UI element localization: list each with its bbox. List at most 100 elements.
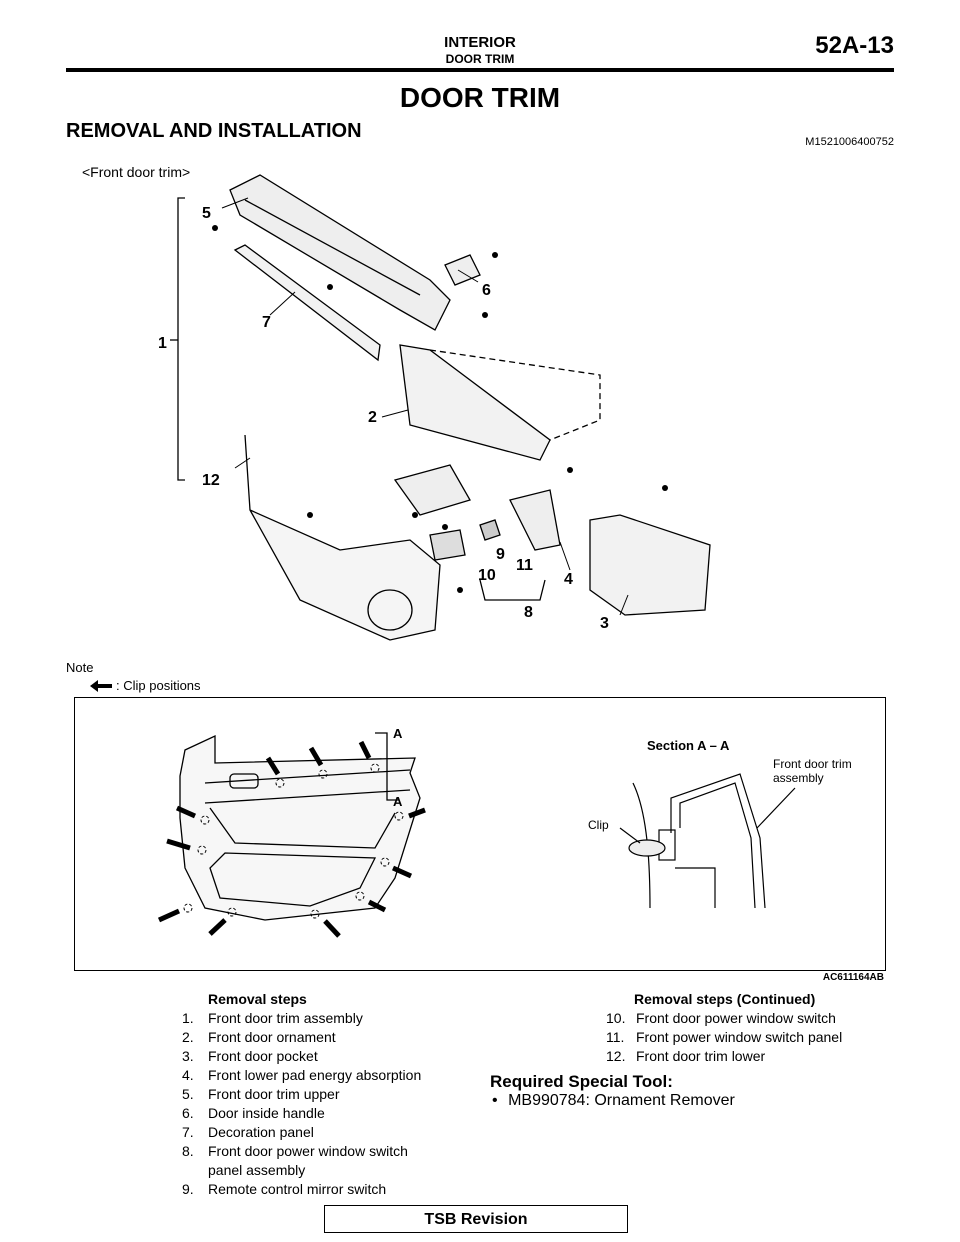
speaker-grille — [367, 589, 413, 631]
section-label-assembly: assembly — [773, 771, 824, 785]
screw-icon — [492, 252, 498, 258]
clip-arrow-icon — [265, 756, 281, 776]
callout-9: 9 — [496, 546, 505, 563]
callout-11: 11 — [516, 557, 533, 574]
clip-arrow-icon — [175, 805, 197, 819]
clip-marker — [310, 909, 320, 919]
screw-icon — [567, 467, 573, 473]
callout-10: 10 — [478, 567, 496, 584]
section-marker-a: A — [393, 794, 403, 809]
callout-5: 5 — [202, 205, 211, 222]
trim-upper-part — [229, 174, 451, 331]
clip-note-text: : Clip positions — [116, 678, 201, 693]
clip-arrow-icon — [391, 865, 413, 879]
clip-marker — [275, 778, 285, 788]
power-window-switch-part — [429, 529, 466, 561]
callout-6: 6 — [482, 282, 491, 299]
clip-position-box: A A Section A – A Front door trim assemb… — [74, 697, 886, 971]
clip-marker — [370, 763, 380, 773]
trim-lower-part — [244, 434, 441, 641]
bullet-icon: • — [492, 1092, 498, 1109]
removal-steps-heading: Removal steps — [208, 991, 307, 1007]
screw-icon — [442, 524, 448, 530]
list-item: 10.Front door power window switch — [606, 1010, 836, 1026]
list-item: 4.Front lower pad energy absorption — [182, 1067, 422, 1083]
clip-arrow-icon — [308, 746, 324, 767]
door-handle-outline — [229, 773, 259, 789]
trim-section-outline — [670, 773, 766, 909]
assembly-bracket — [177, 197, 185, 481]
callout-3: 3 — [600, 615, 609, 632]
screw-icon — [307, 512, 313, 518]
callout-7: 7 — [262, 314, 271, 331]
footer-tsb-revision: TSB Revision — [324, 1205, 628, 1233]
clip-arrow-icon — [323, 919, 341, 938]
figure-id: AC611164AB — [822, 972, 884, 983]
screw-icon — [327, 284, 333, 290]
list-item: 8.Front door power window switch — [182, 1143, 408, 1159]
list-item: 3.Front door pocket — [182, 1048, 318, 1064]
section-title: INTERIOR — [444, 34, 516, 51]
special-tool-item: • MB990784: Ornament Remover — [492, 1092, 735, 1110]
clip-arrow-icon — [358, 740, 372, 760]
screw-icon — [457, 587, 463, 593]
page-title: DOOR TRIM — [399, 82, 561, 113]
list-item: panel assembly — [208, 1162, 306, 1178]
door-pocket-part — [589, 514, 711, 616]
mirror-switch-part — [479, 519, 501, 541]
clip-marker — [318, 769, 328, 779]
clip-head — [628, 839, 666, 857]
list-item: 5.Front door trim upper — [182, 1086, 340, 1102]
screw-icon — [212, 225, 218, 231]
list-item: 7.Decoration panel — [182, 1124, 314, 1140]
decoration-panel-part — [233, 244, 381, 362]
clip-arrow-icon — [367, 899, 387, 913]
list-item: 6.Door inside handle — [182, 1105, 325, 1121]
header-rule — [66, 68, 894, 72]
removal-steps-continued-heading: Removal steps (Continued) — [634, 991, 816, 1007]
clip-marker — [380, 857, 390, 867]
special-tool-text: MB990784: Ornament Remover — [508, 1092, 735, 1109]
section-label-clip: Clip — [588, 818, 609, 832]
removal-steps-continued: Removal steps (Continued) 10.Front door … — [606, 990, 896, 1066]
ornament-part — [399, 344, 551, 461]
section-label-trim: Front door trim — [773, 757, 852, 771]
clip-arrow-icon — [166, 838, 191, 851]
callout-4: 4 — [564, 571, 573, 588]
document-id: M1521006400752 — [805, 136, 894, 148]
clip-marker — [183, 903, 193, 913]
callout-12: 12 — [202, 472, 220, 489]
clip-arrow-icon — [90, 680, 112, 692]
section-marker-a: A — [393, 726, 403, 741]
callout-1: 1 — [158, 335, 167, 352]
removal-steps: Removal steps 1.Front door trim assembly… — [182, 990, 472, 1199]
screw-icon — [482, 312, 488, 318]
exploded-view-diagram: 1 2 3 4 5 6 7 8 9 10 11 12 — [158, 174, 711, 641]
list-item: 11.Front power window switch panel — [606, 1029, 843, 1045]
subsection-title: DOOR TRIM — [445, 52, 515, 66]
energy-pad-part — [509, 489, 561, 551]
callout-8: 8 — [524, 604, 533, 621]
door-panel-line — [632, 782, 651, 909]
clip-arrow-icon — [208, 918, 227, 936]
clip-arrow-icon — [408, 807, 426, 819]
list-item: 1.Front door trim assembly — [182, 1010, 363, 1026]
clip-arrow-icon — [157, 908, 181, 923]
special-tool-title: Required Special Tool: — [490, 1072, 673, 1091]
door-trim-outline — [179, 734, 421, 921]
list-item: 12.Front door trim lower — [606, 1048, 766, 1064]
clip-marker — [355, 891, 365, 901]
figure-caption: <Front door trim> — [82, 164, 191, 180]
list-item: 2.Front door ornament — [182, 1029, 336, 1045]
screw-icon — [662, 485, 668, 491]
clip-marker — [197, 845, 207, 855]
list-item: 9.Remote control mirror switch — [182, 1181, 387, 1197]
section-a-title: Section A – A — [647, 738, 730, 753]
clip-position-diagram: A A Section A – A Front door trim assemb… — [157, 726, 852, 938]
callout-2: 2 — [368, 409, 377, 426]
page-number: 52A-13 — [815, 32, 894, 59]
clip-marker — [227, 907, 237, 917]
procedure-title: REMOVAL AND INSTALLATION — [66, 120, 362, 142]
clip-marker — [200, 815, 210, 825]
screw-icon — [412, 512, 418, 518]
